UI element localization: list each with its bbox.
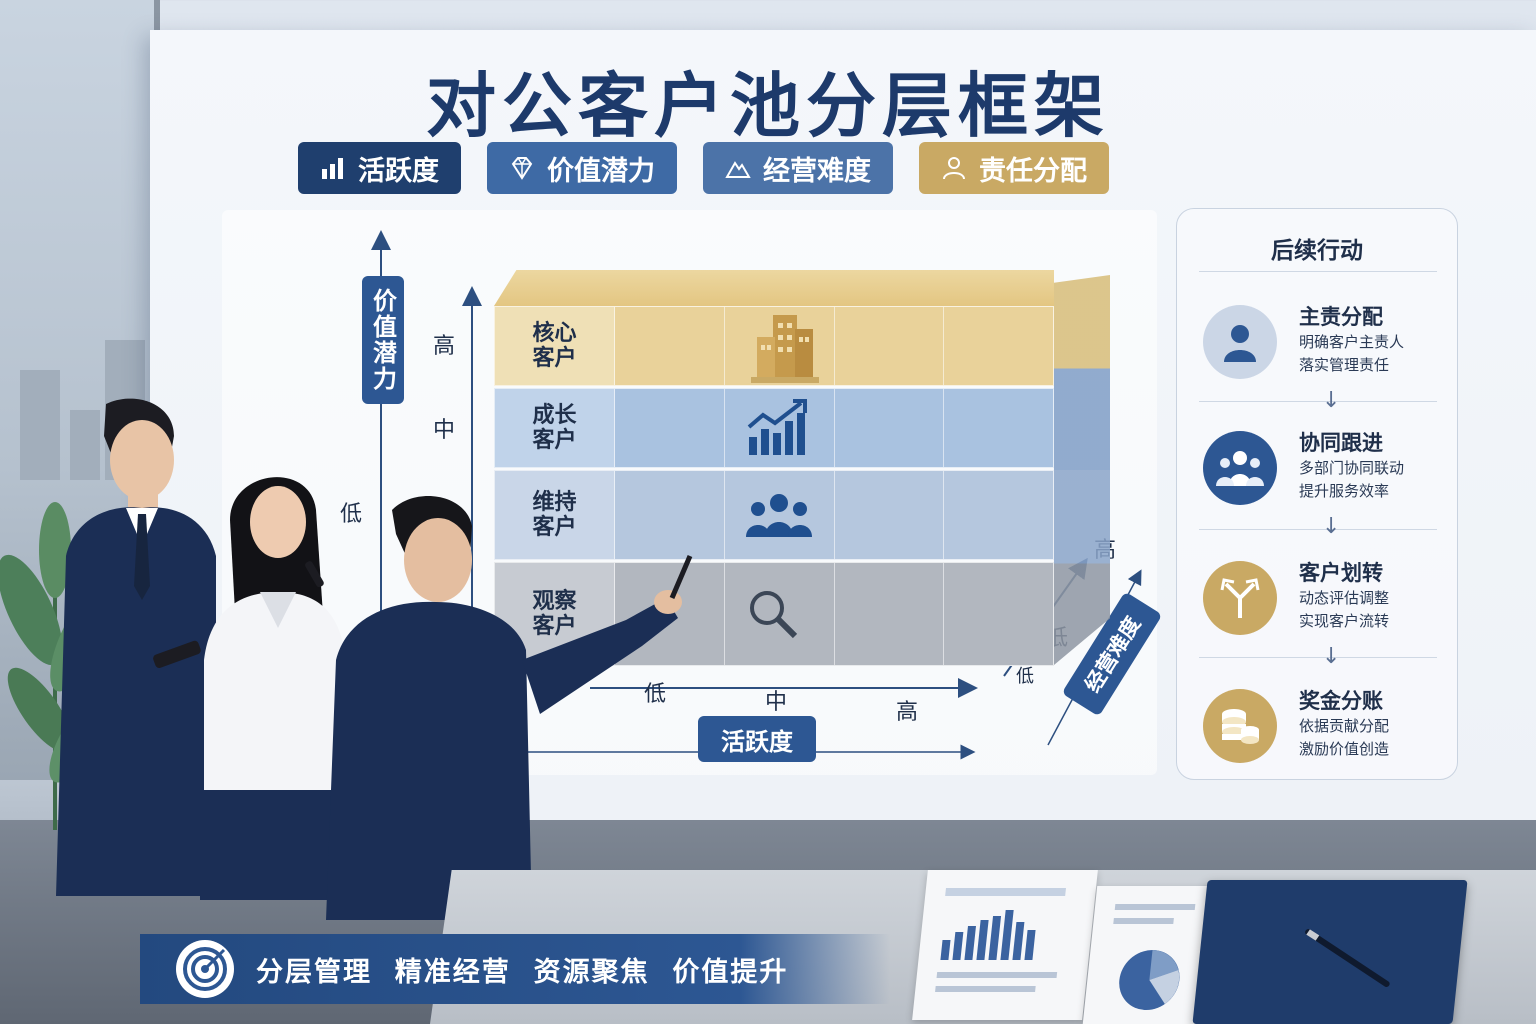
h-tick-high: 高 <box>896 700 919 725</box>
flow-arrow-down-icon: ↓ <box>1322 514 1341 539</box>
tag-label: 经营难度 <box>763 155 871 187</box>
layer-growth-customers: 成长 客户 <box>494 388 1054 468</box>
d-tick-low-2: 低 <box>1016 666 1034 687</box>
person-icon <box>1224 325 1256 362</box>
action-desc: 动态评估调整实现客户流转 <box>1299 589 1390 631</box>
slogan-text: 分层管理 精准经营 资源聚焦 价值提升 <box>256 956 789 988</box>
city-building <box>70 410 100 480</box>
page-title: 对公客户池分层框架 <box>426 65 1110 147</box>
notebook <box>1192 880 1468 1024</box>
follow-up-actions-panel: 后续行动 主责分配 明确客户主责人落实管理责任 协同跟进 多部门协同联动提升服务… <box>1176 208 1458 780</box>
divider <box>1199 401 1437 402</box>
action-icon-circle <box>1203 431 1277 505</box>
tag-activity: 活跃度 <box>298 142 461 194</box>
divider <box>1199 529 1437 530</box>
slogan-banner: 分层管理 精准经营 资源聚焦 价值提升 <box>140 934 890 1004</box>
action-desc: 依据贡献分配激励价值创造 <box>1299 717 1390 759</box>
action-title: 协同跟进 <box>1299 431 1383 455</box>
action-desc: 多部门协同联动提升服务效率 <box>1299 459 1405 501</box>
stack-side-face <box>1054 275 1110 665</box>
businessman-pointing <box>326 496 693 920</box>
target-icon <box>176 940 234 998</box>
businesswoman <box>200 477 350 900</box>
team-icon <box>1216 451 1264 486</box>
person-icon <box>943 157 965 180</box>
tag-difficulty: 经营难度 <box>703 142 893 194</box>
action-title: 奖金分账 <box>1299 689 1383 713</box>
growth-chart-icon <box>745 399 809 457</box>
stack-top-face <box>494 270 1054 306</box>
h-tick-low: 低 <box>644 682 667 707</box>
group-icon <box>745 491 813 539</box>
divider <box>1199 657 1437 658</box>
action-icon-circle <box>1203 305 1277 379</box>
h-tick-mid: 中 <box>765 690 788 715</box>
action-collaboration: 协同跟进 多部门协同联动提升服务效率 <box>1203 427 1443 519</box>
magnifier-icon <box>745 586 801 642</box>
mountain-icon <box>725 161 751 178</box>
layer-name: 成长 客户 <box>495 389 615 467</box>
actions-header: 后续行动 <box>1271 238 1363 264</box>
value-potential-axis-label: 价值潜力 <box>362 276 404 404</box>
action-desc: 明确客户主责人落实管理责任 <box>1299 333 1405 375</box>
coins-icon <box>1222 709 1259 744</box>
layer-maintain-customers: 维持 客户 <box>494 470 1054 560</box>
split-arrow-icon <box>1220 578 1260 618</box>
flow-arrow-down-icon: ↓ <box>1322 388 1341 413</box>
flow-arrow-down-icon: ↓ <box>1322 644 1341 669</box>
tag-label: 责任分配 <box>979 155 1087 187</box>
action-customer-transfer: 客户划转 动态评估调整实现客户流转 <box>1203 557 1443 649</box>
layer-name: 维持 客户 <box>495 471 615 559</box>
tag-label: 价值潜力 <box>547 155 655 187</box>
v-tick-high: 高 <box>433 334 456 359</box>
action-bonus-split: 奖金分账 依据贡献分配激励价值创造 <box>1203 685 1443 777</box>
tag-responsibility: 责任分配 <box>919 142 1109 194</box>
tag-value-potential: 价值潜力 <box>487 142 677 194</box>
building-icon <box>745 307 825 385</box>
report-paper <box>912 870 1098 1020</box>
layer-name: 核心 客户 <box>495 307 615 385</box>
layer-core-customers: 核心 客户 <box>494 306 1054 386</box>
dimension-tags: 活跃度 价值潜力 经营难度 责任分配 <box>298 142 1109 194</box>
tag-label: 活跃度 <box>358 155 439 187</box>
divider <box>1199 271 1437 272</box>
diamond-icon <box>511 157 533 180</box>
action-owner-assignment: 主责分配 明确客户主责人落实管理责任 <box>1203 301 1443 393</box>
action-title: 主责分配 <box>1299 305 1383 329</box>
action-icon-circle <box>1203 689 1277 763</box>
pen-icon <box>1305 929 1390 987</box>
city-building <box>20 370 60 480</box>
action-title: 客户划转 <box>1299 561 1383 585</box>
report-paper-pie <box>1082 886 1238 1024</box>
bar-chart-icon <box>322 158 343 179</box>
v-tick-mid: 中 <box>433 418 456 443</box>
v-tick-low: 低 <box>340 502 363 527</box>
activity-axis-label: 活跃度 <box>698 716 816 762</box>
businessman-left <box>56 398 216 896</box>
action-icon-circle <box>1203 561 1277 635</box>
